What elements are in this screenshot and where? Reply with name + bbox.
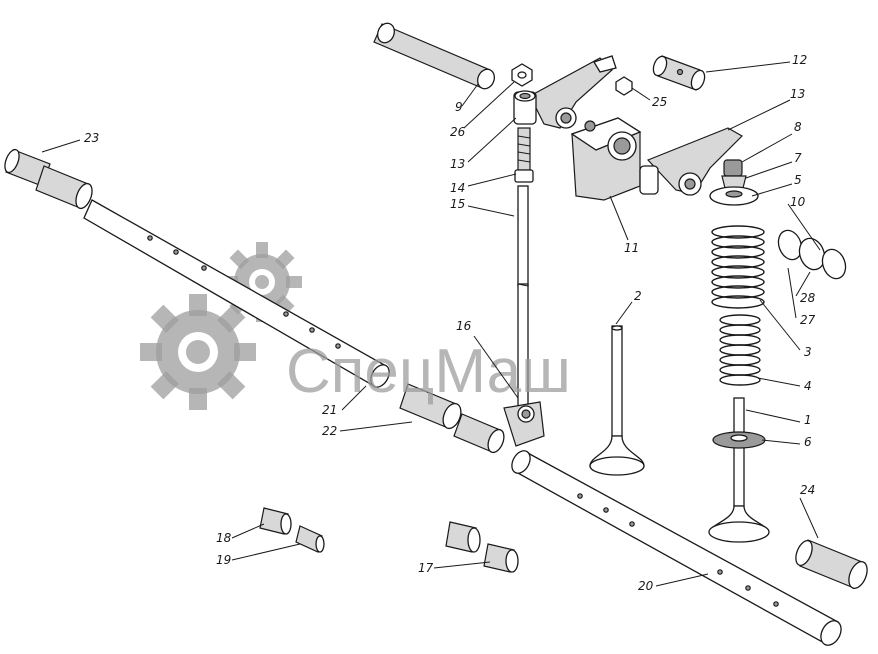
leader-line-l20 (655, 573, 709, 587)
part-3-outer-spring (711, 225, 765, 309)
leader-line-l25 (631, 87, 651, 101)
leader-line-l28 (795, 271, 811, 297)
part-2-valve (589, 325, 645, 476)
leader-line-l3 (759, 299, 801, 351)
leader-line-l8 (741, 133, 793, 163)
rocker-arm-right (639, 127, 743, 196)
leader-line-l24 (799, 497, 819, 539)
part-number-label-l5: 5 (794, 173, 802, 187)
part-number-label-l21: 21 (322, 403, 337, 417)
part-18-bush (259, 507, 292, 535)
leader-line-l23 (41, 139, 81, 153)
part-number-label-l12: 12 (792, 53, 807, 67)
leader-line-l13b (727, 99, 791, 131)
part-26-nut (511, 63, 533, 87)
leader-line-l10 (787, 203, 821, 251)
part-12-sleeve (652, 55, 706, 91)
part-number-label-l11: 11 (624, 241, 639, 255)
part-22-bushings (399, 383, 505, 454)
leader-line-l12 (705, 61, 791, 73)
part-16-lifter (503, 401, 545, 447)
gear-large-icon (140, 294, 256, 410)
leader-line-l4 (757, 377, 801, 387)
part-number-label-l27: 27 (800, 313, 816, 327)
watermark-text: СпецМаш (286, 337, 571, 406)
leader-line-l22 (339, 421, 413, 432)
part-number-label-l3: 3 (804, 345, 812, 359)
leader-line-l14 (467, 173, 517, 187)
part-13-boss-upper (513, 90, 537, 125)
part-1-valve (708, 397, 770, 543)
watermark-logo-icon (140, 242, 302, 410)
part-number-label-l1: 1 (804, 413, 812, 427)
part-number-label-l20: 20 (638, 579, 654, 593)
leader-line-l27 (787, 267, 797, 319)
part-number-label-l7: 7 (794, 151, 802, 165)
leader-line-l21 (341, 385, 367, 411)
part-number-label-l13a: 13 (450, 157, 465, 171)
part-number-label-l13b: 13 (790, 87, 805, 101)
part-9-pin (373, 22, 495, 90)
leader-line-l18 (231, 523, 265, 539)
part-number-label-l16: 16 (456, 319, 472, 333)
part-5-spring-retainer (709, 186, 759, 206)
part-number-label-l8: 8 (794, 120, 802, 134)
part-number-label-l25: 25 (652, 95, 667, 109)
part-24-bushing (795, 539, 868, 589)
part-20-rocker-shaft (511, 450, 842, 646)
part-number-label-l10: 10 (790, 195, 806, 209)
part-number-label-l15: 15 (450, 197, 465, 211)
leader-line-l16 (473, 335, 519, 399)
part-25-nut (615, 76, 633, 96)
leader-line-l9 (461, 83, 479, 107)
leader-line-l15 (467, 205, 515, 217)
leader-line-l1 (745, 409, 801, 423)
part-number-label-l23: 23 (84, 131, 99, 145)
part-23-shaft-bushing (4, 148, 93, 210)
part-number-label-l6: 6 (804, 435, 812, 449)
part-number-label-l19: 19 (216, 553, 231, 567)
part-8-valve-cap (723, 159, 743, 177)
part-17-bushings (445, 521, 519, 573)
part-number-label-l18: 18 (216, 531, 232, 545)
part-10-snap-rings (777, 229, 847, 280)
part-15-push-rod (517, 185, 529, 407)
leader-line-l5 (751, 183, 793, 197)
leader-line-l7 (745, 161, 793, 179)
part-number-label-l9: 9 (455, 100, 463, 114)
part-6-valve-rotator (712, 431, 766, 449)
part-number-label-l2: 2 (634, 289, 642, 303)
leader-line-l11 (609, 195, 629, 241)
leader-line-l26 (463, 81, 515, 129)
leader-line-l2 (615, 301, 633, 325)
rocker-arm-left (529, 55, 617, 129)
part-number-label-l17: 17 (418, 561, 434, 575)
leader-line-l17 (433, 561, 491, 569)
part-11-rocker-bracket (570, 117, 642, 201)
part-4-inner-spring (719, 314, 761, 386)
leader-line-l6 (761, 439, 801, 445)
part-number-label-l26: 26 (450, 125, 466, 139)
part-number-label-l28: 28 (800, 291, 816, 305)
part-number-label-l24: 24 (800, 483, 815, 497)
part-number-label-l14: 14 (450, 181, 465, 195)
leader-line-l13a (467, 117, 517, 163)
part-21-rocker-shaft (83, 199, 390, 388)
part-number-label-l4: 4 (804, 379, 812, 393)
part-number-label-l22: 22 (322, 424, 337, 438)
leader-line-l19 (231, 543, 301, 561)
part-19-pin (295, 525, 325, 553)
part-14-adjust-screw (514, 127, 534, 183)
